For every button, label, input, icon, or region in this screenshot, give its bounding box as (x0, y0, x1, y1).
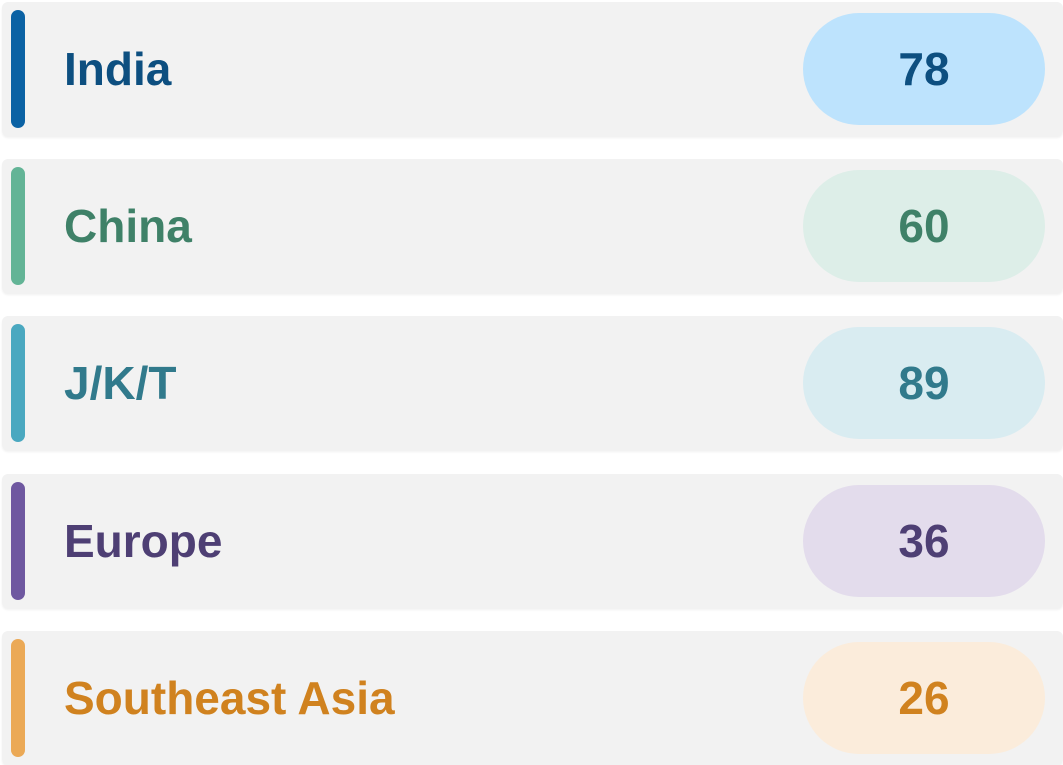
accent-bar (11, 482, 25, 600)
value-badge: 36 (803, 485, 1045, 597)
region-label: India (64, 43, 172, 95)
value-badge: 78 (803, 13, 1045, 125)
region-label: Europe (64, 515, 223, 567)
accent-bar (11, 324, 25, 442)
region-label: Southeast Asia (64, 672, 395, 724)
accent-bar (11, 167, 25, 285)
list-item: J/K/T 89 (2, 316, 1063, 450)
accent-bar (11, 639, 25, 757)
list-item: China 60 (2, 159, 1063, 293)
value-badge: 60 (803, 170, 1045, 282)
value-badge: 89 (803, 327, 1045, 439)
accent-bar (11, 10, 25, 128)
list-item: Southeast Asia 26 (2, 631, 1063, 765)
list-item: Europe 36 (2, 474, 1063, 608)
region-label: J/K/T (64, 357, 177, 409)
value-badge: 26 (803, 642, 1045, 754)
list-item: India 78 (2, 2, 1063, 136)
region-label: China (64, 200, 192, 252)
